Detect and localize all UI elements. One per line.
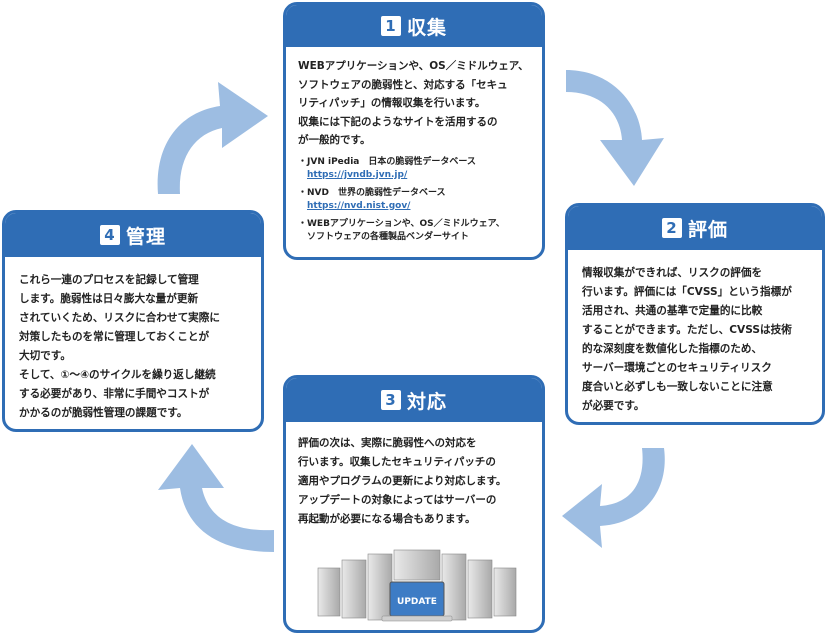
step-4-description: これら一連のプロセスを記録して管理 します。脆弱性は日々膨大な量が更新 されてい… — [5, 257, 261, 423]
step-3-line: アップデートの対象によってはサーバーの — [298, 494, 497, 506]
step-4-line: 対策したものを常に管理しておくことが — [19, 331, 210, 343]
arrow-respond-to-manage — [158, 444, 274, 552]
source-item-jvn: ・JVN iPedia 日本の脆弱性データベース https://jvndb.j… — [298, 156, 534, 182]
source-link-nvd[interactable]: https://nvd.nist.gov/ — [307, 200, 411, 211]
arrow-manage-to-collect — [157, 82, 268, 194]
step-1-line: WEBアプリケーションや、OS／ミドルウェア、 — [298, 60, 529, 72]
step-2-header: 2 評価 — [568, 206, 822, 250]
step-4-line: これら一連のプロセスを記録して管理 — [19, 274, 199, 286]
step-3-line: 適用やプログラムの更新により対応します。 — [298, 475, 507, 487]
step-4-line: する必要があり、非常に手間やコストが — [19, 388, 210, 400]
step-4-line: かかるのが脆弱性管理の課題です。 — [19, 407, 188, 419]
step-4-header: 4 管理 — [5, 213, 261, 257]
step-4-line: されていくため、リスクに合わせて実際に — [19, 312, 220, 324]
step-2-line: 的な深刻度を数値化した指標のため、 — [582, 343, 763, 355]
step-4-line: そして、①〜④のサイクルを繰り返し継続 — [19, 369, 216, 381]
step-3-title: 対応 — [406, 390, 447, 413]
step-2-description: 情報収集ができれば、リスクの評価を 行います。評価には「CVSS」という指標が … — [568, 250, 822, 416]
step-4-number: 4 — [99, 225, 120, 245]
arrow-evaluate-to-respond — [562, 448, 665, 548]
step-3-number: 3 — [380, 390, 401, 410]
update-label: UPDATE — [397, 597, 437, 607]
source-label: ・JVN iPedia 日本の脆弱性データベース — [298, 156, 476, 167]
source-item-nvd: ・NVD 世界の脆弱性データベース https://nvd.nist.gov/ — [298, 187, 534, 213]
step-2-line: 活用され、共通の基準で定量的に比較 — [582, 305, 763, 317]
source-label: ・WEBアプリケーションや、OS／ミドルウェア、 — [298, 218, 505, 229]
server-update-illustration: UPDATE — [317, 549, 517, 622]
step-2-line: サーバー環境ごとのセキュリティリスク — [582, 362, 772, 374]
step-2-line: することができます。ただし、CVSSは技術 — [582, 324, 792, 336]
step-4-line: 大切です。 — [19, 350, 71, 362]
step-3-header: 3 対応 — [286, 378, 542, 422]
step-2-number: 2 — [661, 218, 682, 238]
source-label: ・NVD 世界の脆弱性データベース — [298, 187, 446, 198]
step-4-line: します。脆弱性は日々膨大な量が更新 — [19, 293, 199, 305]
step-3-line: 再起動が必要になる場合もあります。 — [298, 513, 476, 525]
source-link-jvn[interactable]: https://jvndb.jvn.jp/ — [307, 169, 408, 180]
arrow-collect-to-evaluate — [566, 70, 664, 186]
step-1-line: が一般的です。 — [298, 134, 371, 146]
step-4-title: 管理 — [125, 225, 166, 248]
step-3-card: 3 対応 評価の次は、実際に脆弱性への対応を 行います。収集したセキュリティパッ… — [283, 375, 545, 633]
step-4-card: 4 管理 これら一連のプロセスを記録して管理 します。脆弱性は日々膨大な量が更新… — [2, 210, 264, 432]
step-1-line: リティパッチ」の情報収集を行います。 — [298, 97, 486, 109]
step-3-line: 行います。収集したセキュリティパッチの — [298, 456, 496, 468]
step-2-title: 評価 — [687, 218, 728, 241]
step-2-line: 行います。評価には「CVSS」という指標が — [582, 286, 792, 298]
step-1-card: 1 収集 WEBアプリケーションや、OS／ミドルウェア、 ソフトウェアの脆弱性と… — [283, 2, 545, 260]
source-item-vendor: ・WEBアプリケーションや、OS／ミドルウェア、 ソフトウェアの各種製品ベンダー… — [298, 218, 534, 244]
step-1-header: 1 収集 — [286, 5, 542, 47]
step-2-line: が必要です。 — [582, 400, 645, 412]
step-1-line: 収集には下記のようなサイトを活用するの — [298, 115, 498, 128]
step-1-description: WEBアプリケーションや、OS／ミドルウェア、 ソフトウェアの脆弱性と、対応する… — [298, 57, 534, 150]
step-3-line: 評価の次は、実際に脆弱性への対応を — [298, 437, 477, 449]
step-1-number: 1 — [380, 16, 401, 36]
step-2-line: 情報収集ができれば、リスクの評価を — [582, 267, 763, 279]
step-2-line: 度合いと必ずしも一致しないことに注意 — [582, 381, 773, 393]
step-1-line: ソフトウェアの脆弱性と、対応する「セキュ — [298, 78, 508, 91]
source-list: ・JVN iPedia 日本の脆弱性データベース https://jvndb.j… — [298, 156, 534, 244]
step-3-description: 評価の次は、実際に脆弱性への対応を 行います。収集したセキュリティパッチの 適用… — [286, 422, 542, 529]
source-label: ソフトウェアの各種製品ベンダーサイト — [307, 231, 469, 242]
step-2-card: 2 評価 情報収集ができれば、リスクの評価を 行います。評価には「CVSS」とい… — [565, 203, 825, 425]
step-1-title: 収集 — [406, 16, 447, 39]
